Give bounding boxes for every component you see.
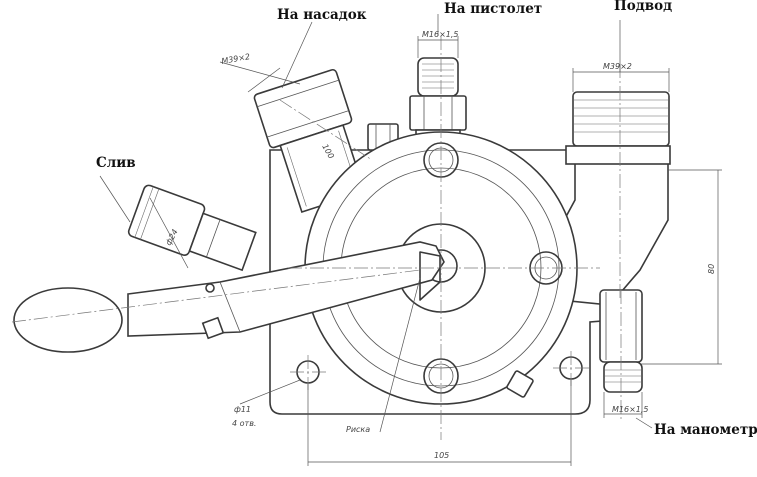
dim-hole-diameter: ф11	[234, 405, 251, 414]
control-lever	[13, 241, 445, 353]
dim-mark: Риска	[346, 425, 370, 434]
lever-knob	[13, 287, 123, 353]
dim-height: 80	[707, 264, 716, 274]
label-gauge: На манометр	[654, 422, 757, 438]
nozzle-fitting	[253, 68, 399, 214]
supply-fitting	[547, 91, 671, 306]
dim-thread-nozzle: M39×2	[221, 52, 251, 66]
dim-thread-gauge: M16×1,5	[612, 405, 649, 414]
dim-thread-supply: M39×2	[603, 62, 632, 71]
label-nozzle: На насадок	[277, 7, 367, 23]
drain-fitting	[127, 184, 257, 272]
label-drain: Слив	[96, 155, 136, 171]
dim-width: 105	[434, 451, 449, 460]
center-lines	[11, 36, 622, 440]
dimension-lines	[99, 14, 722, 466]
dim-thread-gun: M16×1,5	[422, 30, 459, 39]
label-supply: Подвод	[614, 0, 672, 14]
label-gun: На пистолет	[444, 1, 542, 17]
dim-hole-count: 4 отв.	[232, 419, 256, 428]
